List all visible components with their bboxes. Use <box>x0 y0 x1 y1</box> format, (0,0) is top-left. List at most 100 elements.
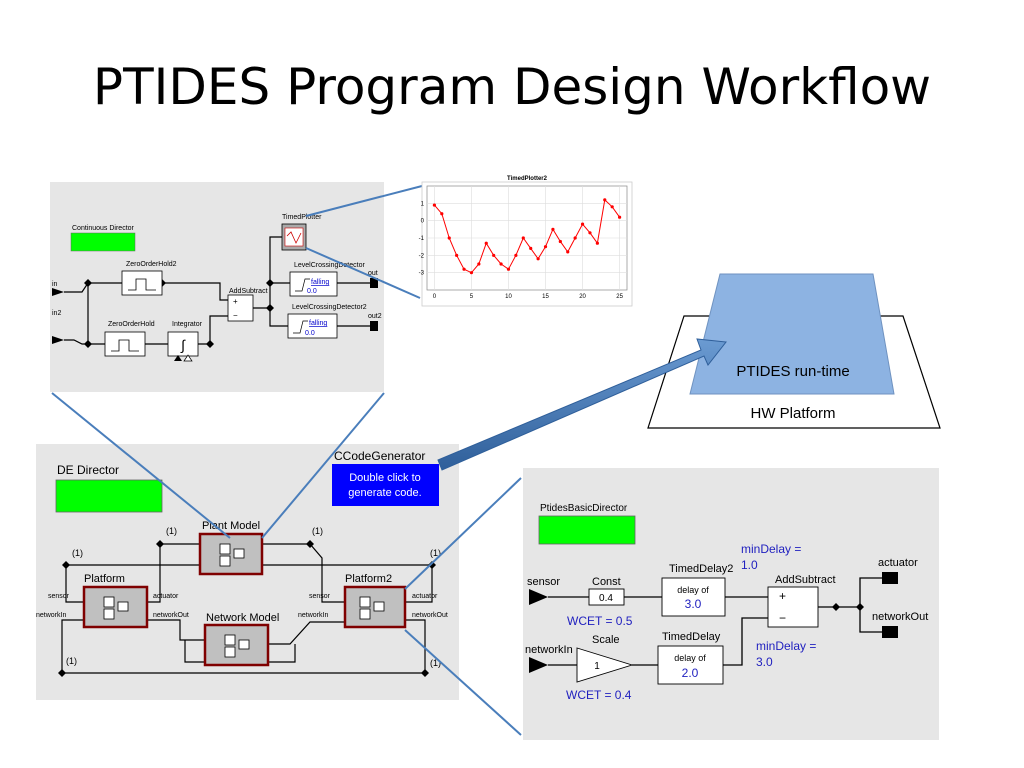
plant-model-actor[interactable] <box>198 532 264 576</box>
scale-actor[interactable] <box>576 647 634 683</box>
delay-marker-6: (1) <box>430 658 441 668</box>
step-icon <box>111 339 139 352</box>
platform-networkout-port: networkOut <box>153 612 189 619</box>
zoh-label: ZeroOrderHold <box>108 321 155 328</box>
de-director[interactable] <box>55 479 163 513</box>
data-point <box>492 253 496 257</box>
timed-delay-actor[interactable] <box>657 645 724 685</box>
data-point <box>455 253 459 257</box>
level-crossing-detector-actor[interactable] <box>289 271 338 297</box>
data-point <box>580 222 585 226</box>
integrator-actor[interactable] <box>167 331 199 357</box>
data-point <box>588 231 592 235</box>
mindelay1-line2: 1.0 <box>741 558 758 572</box>
continuous-director[interactable] <box>70 232 136 252</box>
const-label: Const <box>592 576 621 588</box>
crossing-icon <box>293 320 308 334</box>
delay-marker-1: (1) <box>166 526 177 536</box>
data-point <box>573 236 577 240</box>
composite-icon <box>219 543 245 567</box>
data-point <box>499 262 503 266</box>
out2-port <box>370 321 378 331</box>
data-point <box>610 205 614 209</box>
lcd-label: LevelCrossingDetector <box>294 262 365 269</box>
y-tick-label: -1 <box>419 236 425 242</box>
timed-delay2-label: TimedDelay2 <box>669 563 733 575</box>
platform-actor[interactable] <box>82 585 149 629</box>
ptides-ports <box>529 572 898 673</box>
data-point <box>484 241 488 245</box>
zoom-line <box>261 392 385 539</box>
wcet-scale: WCET = 0.4 <box>566 688 632 702</box>
x-tick-label: 25 <box>616 294 623 300</box>
codegen-label: CCodeGenerator <box>334 449 425 463</box>
timed-delay-label: TimedDelay <box>662 631 721 643</box>
network-model-actor[interactable] <box>203 623 270 667</box>
zoom-line <box>305 185 423 217</box>
zoom-line <box>404 477 522 590</box>
lcd2-label: LevelCrossingDetector2 <box>292 304 367 311</box>
slide-title: PTIDES Program Design Workflow <box>92 58 932 116</box>
y-tick-label: -3 <box>419 271 425 277</box>
ptides-add-subtract-actor[interactable] <box>767 586 819 628</box>
network-model-label: Network Model <box>206 612 279 624</box>
data-point <box>617 215 622 219</box>
plant-model-panel: Continuous Director <box>50 182 384 392</box>
minus-sign: − <box>233 311 238 320</box>
networkin-label: networkIn <box>525 644 573 656</box>
y-tick-label: -2 <box>419 253 425 259</box>
platform2-networkout-port: networkOut <box>412 612 448 619</box>
const-actor[interactable] <box>588 588 625 606</box>
zero-order-hold-actor[interactable] <box>104 331 146 357</box>
data-point <box>521 236 525 240</box>
plus-sign: + <box>233 297 238 306</box>
data-point <box>595 241 599 245</box>
networkin-port-arrow <box>529 657 548 673</box>
platform-label: Platform <box>84 573 125 585</box>
wcet-const: WCET = 0.5 <box>567 614 633 628</box>
data-point <box>462 267 466 271</box>
ptides-basic-director[interactable] <box>538 515 636 545</box>
data-point <box>529 246 533 250</box>
codegen-arrow <box>437 338 727 471</box>
in2-port-arrow <box>52 336 64 344</box>
hw-platform-stack: HW Platform PTIDES run-time <box>647 273 941 429</box>
delay-marker-4: (1) <box>430 548 441 558</box>
composite-icon <box>103 596 129 620</box>
x-tick-label: 20 <box>579 294 586 300</box>
networkout-label: networkOut <box>872 611 928 623</box>
mindelay2-line2: 3.0 <box>756 655 773 669</box>
networkout-port <box>882 626 898 638</box>
delay-marker-2: (1) <box>312 526 323 536</box>
data-point <box>440 212 444 216</box>
data-point <box>603 198 607 202</box>
mindelay2-line1: minDelay = <box>756 639 816 653</box>
add-subtract-label: AddSubtract <box>229 288 268 295</box>
lcd2-value: 0.0 <box>305 330 315 337</box>
zero-order-hold2-actor[interactable] <box>121 270 163 296</box>
zoh2-label: ZeroOrderHold2 <box>126 261 177 268</box>
codegen-text-1: Double click to <box>349 472 421 484</box>
plant-model-label: Plant Model <box>202 520 260 532</box>
ccode-generator-button[interactable] <box>332 464 439 506</box>
data-point <box>432 203 437 207</box>
x-tick-label: 10 <box>505 294 512 300</box>
lcd-falling: falling <box>311 279 329 286</box>
add-subtract-actor[interactable] <box>227 294 254 322</box>
platform-networkin-port: networkIn <box>36 612 66 619</box>
data-point <box>566 250 570 254</box>
ptides-add-subtract-label: AddSubtract <box>775 574 836 586</box>
codegen-text-2: generate code. <box>348 487 421 499</box>
ptides-director-label: PtidesBasicDirector <box>540 503 628 514</box>
de-wire-markers <box>58 540 436 677</box>
ptides-panel: PtidesBasicDirector sensor networkIn Co <box>523 468 939 740</box>
level-crossing-detector2-actor[interactable] <box>287 313 338 339</box>
data-point <box>469 271 474 275</box>
in-port-arrow <box>52 288 64 296</box>
y-tick-label: 0 <box>421 219 425 225</box>
timed-delay2-actor[interactable] <box>661 577 726 617</box>
data-point <box>551 227 555 231</box>
lcd-value: 0.0 <box>307 288 317 295</box>
